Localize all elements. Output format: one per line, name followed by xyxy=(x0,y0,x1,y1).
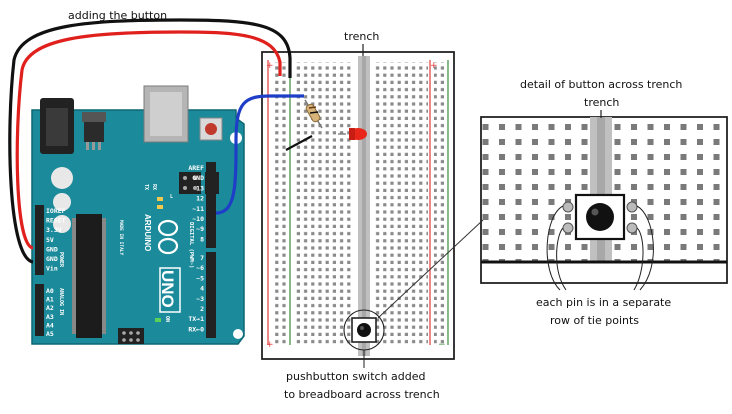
pin-label: 5V xyxy=(46,236,54,244)
pin-label: Vin xyxy=(46,265,58,273)
brand-label: ARDUINO xyxy=(143,214,152,251)
pin-label: AREF xyxy=(188,164,204,172)
rail-plus-top-left: + xyxy=(266,61,274,71)
pin-label: ~5 xyxy=(196,274,204,282)
arduino-logo: ARDUINO xyxy=(143,214,179,255)
pin-label: A3 xyxy=(46,313,54,321)
label-pushbutton-note-1: pushbutton switch added xyxy=(286,370,426,383)
rail-holes-right xyxy=(434,62,446,346)
pin-pointer-lines xyxy=(546,205,654,291)
rail-plus-bottom-left: + xyxy=(266,340,274,350)
digital-header xyxy=(206,162,216,338)
l-label: L xyxy=(170,194,173,200)
arduino-board: TX RX L AREF GND 13 12 ~11 ~10 ~9 8 7 ~6 ~5 4 ~3 2TX… xyxy=(31,85,245,352)
jumper-black-short xyxy=(285,135,313,151)
breadboard: + + + − xyxy=(261,51,455,360)
pin-label: GND xyxy=(192,174,204,182)
pin-label: GND xyxy=(46,245,58,253)
terminal-strip-right xyxy=(374,62,428,346)
resistor xyxy=(304,99,323,129)
pin-label: RESET xyxy=(46,217,66,225)
pin-label: ~9 xyxy=(196,225,204,233)
pin-label: A4 xyxy=(46,321,54,329)
wire-blue-pin13 xyxy=(215,94,304,215)
pin-label: ~3 xyxy=(196,295,204,303)
rail-minus-bottom-right: − xyxy=(438,340,446,350)
pin-label: RX←0 xyxy=(188,325,204,333)
pin-label: 3.3V xyxy=(46,226,62,234)
pin-label: 7 xyxy=(200,254,204,262)
terminal-strip-left xyxy=(296,62,354,346)
pin-label: A1 xyxy=(46,296,54,304)
power-header xyxy=(35,205,44,336)
label-pin-note-2: row of tie points xyxy=(550,314,639,327)
model-label: UNO xyxy=(158,270,177,308)
pin-label: ~6 xyxy=(196,264,204,272)
made-in-label: MADE IN ITALY xyxy=(118,220,124,256)
atmega-chip xyxy=(72,214,106,338)
rail-plus-top-right: + xyxy=(430,61,438,71)
pin-label: TX→1 xyxy=(188,315,204,323)
power-label: POWER xyxy=(58,252,64,268)
digital-pin-labels-top: AREF GND 13 12 ~11 ~10 ~9 8 xyxy=(188,164,204,243)
rx-label: RX xyxy=(151,184,157,190)
label-detail-title: detail of button across trench xyxy=(520,78,682,91)
voltage-regulator xyxy=(82,112,106,150)
pin-label: 4 xyxy=(200,285,204,293)
red-led xyxy=(338,128,367,140)
label-trench-detail: trench xyxy=(584,96,619,109)
label-pushbutton-note-2: to breadboard across trench xyxy=(284,388,440,401)
pin-label: 2 xyxy=(200,305,204,313)
site-label: ARDUINO.CC xyxy=(80,346,110,352)
pin-label: ~11 xyxy=(192,205,204,213)
pin-label: A2 xyxy=(46,304,54,312)
digital-pin-labels-bottom: 7 ~6 ~5 4 ~3 2TX→1RX←0 xyxy=(188,254,204,333)
reset-button xyxy=(199,117,223,141)
on-led xyxy=(155,318,161,322)
pin-label: 12 xyxy=(196,195,204,203)
wire-black-gnd xyxy=(8,18,292,264)
label-adding-button: adding the button xyxy=(68,9,167,22)
pin-label: IOREF xyxy=(46,207,66,215)
tx-label: TX xyxy=(143,184,149,190)
pushbutton-detail xyxy=(562,193,638,241)
detail-holes-left xyxy=(481,117,589,261)
label-pin-note-1: each pin is in a separate xyxy=(536,296,671,309)
usb-port xyxy=(143,85,189,143)
rail-holes-left xyxy=(272,62,286,346)
pin-label: ~10 xyxy=(192,215,204,223)
icsp-header-bottom xyxy=(118,328,144,344)
model-frame xyxy=(159,267,181,313)
analog-label: ANALOG IN xyxy=(58,288,64,315)
detail-panel xyxy=(480,116,728,291)
digital-label: DIGITAL (PWM~) xyxy=(188,222,194,268)
wire-red-5v xyxy=(15,30,282,250)
on-label: ON xyxy=(164,316,170,322)
pin-label: GND xyxy=(46,255,58,263)
pin-label: A0 xyxy=(46,287,54,295)
pin-label: 8 xyxy=(200,235,204,243)
tx-led xyxy=(157,197,163,201)
dc-jack xyxy=(40,98,74,154)
label-trench: trench xyxy=(344,30,379,43)
detail-leader-line xyxy=(377,219,484,319)
pin-label: 13 xyxy=(196,184,204,192)
rx-led xyxy=(157,205,163,209)
detail-holes-right xyxy=(612,117,727,261)
pin-label: A5 xyxy=(46,330,54,338)
